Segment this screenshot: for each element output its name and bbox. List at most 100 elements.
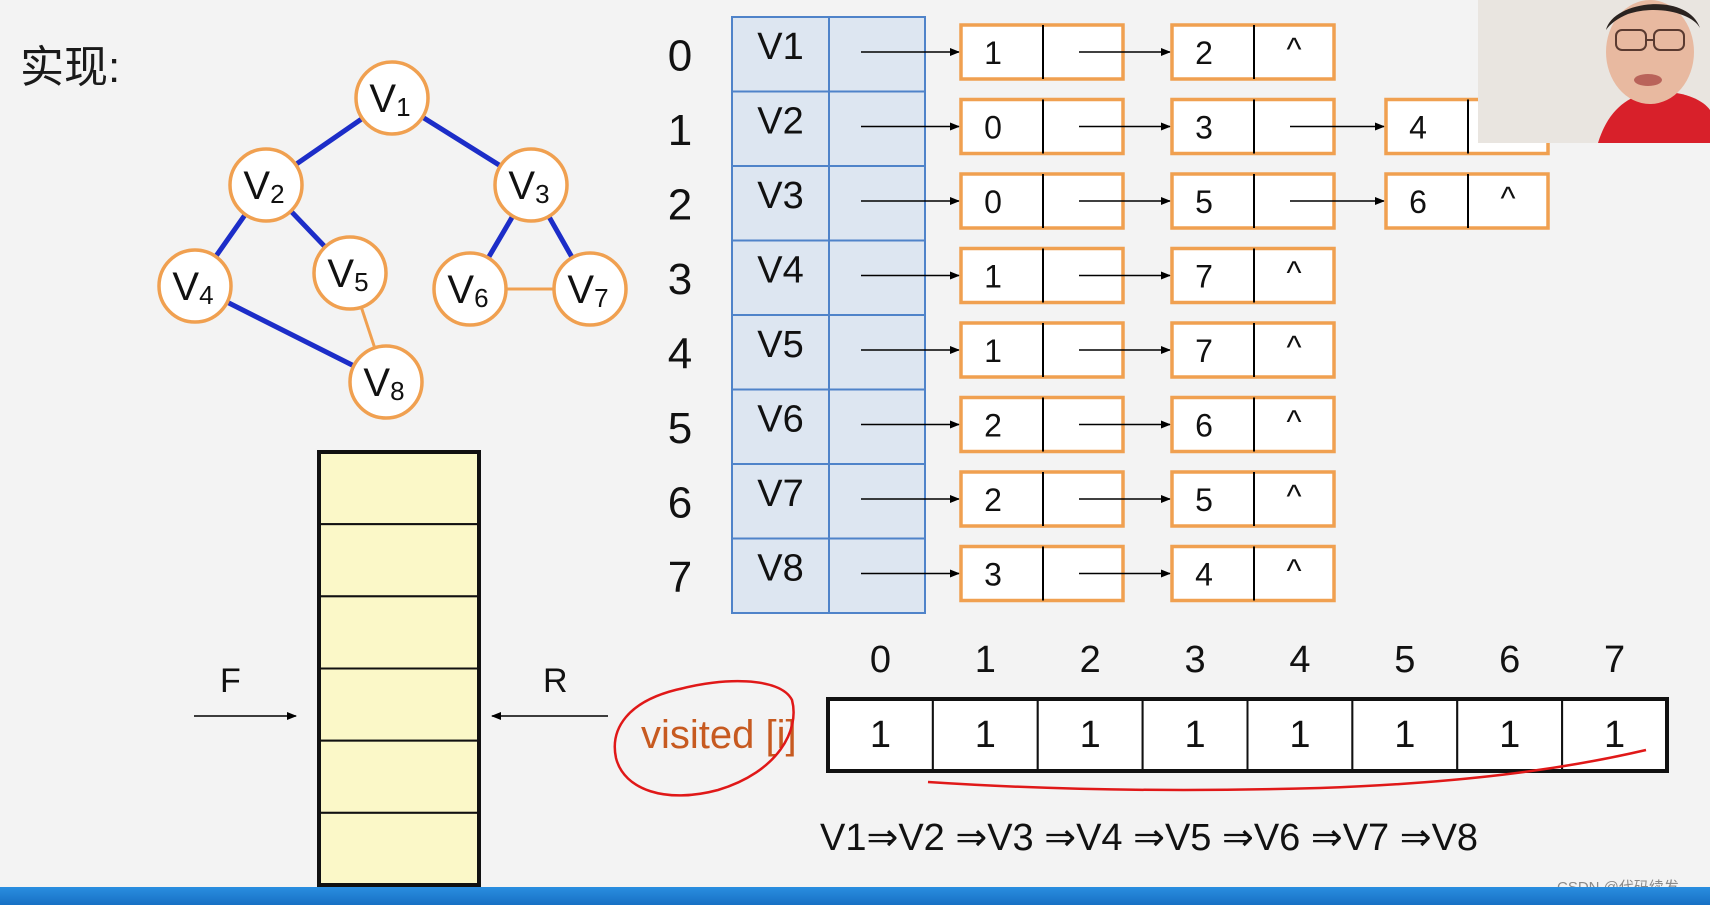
vertex-head-label: V8 [757,548,803,590]
vertex-head-pointer-cell [828,537,926,614]
visited-index: 0 [870,639,891,681]
vertex-head-pointer-cell [828,388,926,465]
row-index: 6 [668,478,692,527]
list-node: 5^ [1170,470,1336,528]
graph-edges [213,114,575,369]
graph-node-v1: V1 [354,60,430,136]
node-label: V7 [567,268,608,313]
node-label: V2 [243,164,284,209]
visited-cell [1246,698,1354,772]
list-node-index: 3 [984,557,1002,593]
list-node-index: 1 [984,35,1002,71]
visited-index: 5 [1394,639,1415,681]
visited-value: 1 [1184,714,1205,756]
list-node-index: 0 [984,110,1002,146]
graph-node-v7: V7 [552,251,628,327]
vertex-head-pointer-cell [828,239,926,316]
vertex-head-data-cell [731,239,830,316]
visited-circle-annotation [613,679,795,797]
graph-node-v5: V5 [312,235,388,311]
graph-edge-v4-v8 [224,299,357,369]
vertex-head-pointer-cell [828,165,926,242]
graph-node-v3: V3 [493,147,569,223]
node-circle [157,248,233,324]
node-circle [354,60,430,136]
node-label: V3 [508,164,549,209]
visited-index: 1 [975,639,996,681]
row-index: 0 [668,31,692,80]
list-node: 6^ [1170,395,1336,454]
node-label: V8 [363,361,404,406]
vertex-head-data-cell [731,537,830,614]
visited-value: 1 [1289,714,1310,756]
null-pointer-symbol: ^ [1500,180,1515,216]
null-pointer-symbol: ^ [1286,404,1301,440]
list-node-index: 2 [984,482,1002,518]
queue-front-label: F [220,662,241,700]
list-node-index: 1 [984,259,1002,295]
handwritten-annotations [613,679,1647,797]
queue-cell [318,523,480,598]
list-node-index: 6 [1195,408,1213,444]
adjacency-list: 0V112^1V2034^2V3056^3V417^4V517^5V626^6V… [668,16,1550,614]
node-label: V1 [369,77,410,122]
node-circle [348,344,424,420]
list-node-index: 7 [1195,333,1213,369]
list-node-index: 4 [1195,557,1213,593]
visited-value: 1 [975,714,996,756]
null-pointer-symbol: ^ [1286,255,1301,291]
graph-edge-v2-v5 [288,208,328,250]
list-node-index: 4 [1409,110,1427,146]
node-circle [552,251,628,327]
list-node-index: 2 [1195,35,1213,71]
visited-index: 2 [1080,639,1101,681]
vertex-head-pointer-cell [828,90,926,167]
row-index: 3 [668,255,692,304]
bottom-taskbar [0,887,1710,905]
list-node: 4^ [1170,544,1336,603]
graph-edge-v1-v3 [420,114,503,169]
graph-node-v2: V2 [228,147,304,223]
list-node-index: 5 [1195,184,1213,220]
graph-edge-v1-v2 [293,115,365,168]
vertex-head-label: V1 [757,26,803,68]
visited-label: visited [i] [641,713,797,757]
visited-value: 1 [1394,714,1415,756]
list-node: 7^ [1170,246,1336,305]
list-node-index: 7 [1195,259,1213,295]
row-index: 1 [668,106,692,155]
visited-value: 1 [1499,714,1520,756]
visited-cell [1036,698,1144,772]
null-pointer-symbol: ^ [1286,329,1301,365]
queue-cell [318,739,480,814]
vertex-head-label: V2 [757,101,803,143]
row-index: 7 [668,553,692,602]
visited-outline [826,697,1669,773]
visited-value: 1 [1604,714,1625,756]
slide-title: 实现: [20,43,120,92]
graph-node-v6: V6 [432,251,508,327]
list-node-index: 2 [984,408,1002,444]
node-label: V4 [172,265,213,310]
queue-cell [318,451,480,526]
node-label: V6 [447,268,488,313]
vertex-head-pointer-cell [828,463,926,540]
vertex-head-label: V5 [757,324,803,366]
null-pointer-symbol: ^ [1286,553,1301,589]
list-node-index: 3 [1195,110,1213,146]
visited-underline-annotation [927,748,1647,792]
list-node-index: 0 [984,184,1002,220]
node-label: V5 [327,252,368,297]
null-pointer-symbol: ^ [1286,31,1301,67]
webcam-overlay [1478,0,1710,143]
visited-value: 1 [870,714,891,756]
